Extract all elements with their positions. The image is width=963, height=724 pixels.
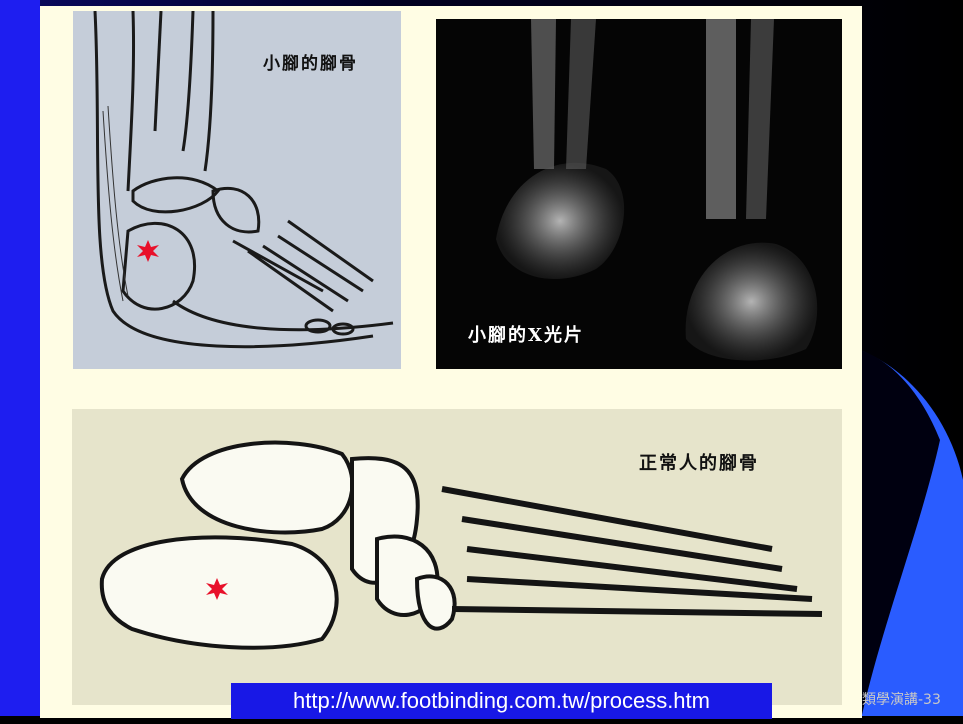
normal-foot-bone-caption: 正常人的腳骨 [639, 449, 759, 475]
bound-foot-bone-drawing: 小腳的腳骨 [73, 11, 401, 369]
xray-caption: 小腳的X光片 [468, 321, 584, 347]
bound-foot-marker-icon [137, 240, 159, 262]
normal-foot-bone-drawing: 正常人的腳骨 [72, 409, 842, 705]
left-accent-bar [0, 0, 40, 724]
slide-content-panel: 小腳的腳骨 小腳的X光片 [40, 6, 862, 718]
slide-footer-label: 類學演講-33 [862, 689, 941, 709]
bound-foot-xray-image: 小腳的X光片 [436, 19, 842, 369]
bound-foot-bone-caption: 小腳的腳骨 [263, 49, 358, 74]
source-url-link[interactable]: http://www.footbinding.com.tw/process.ht… [231, 683, 772, 719]
decorative-blue-curve [860, 330, 963, 724]
